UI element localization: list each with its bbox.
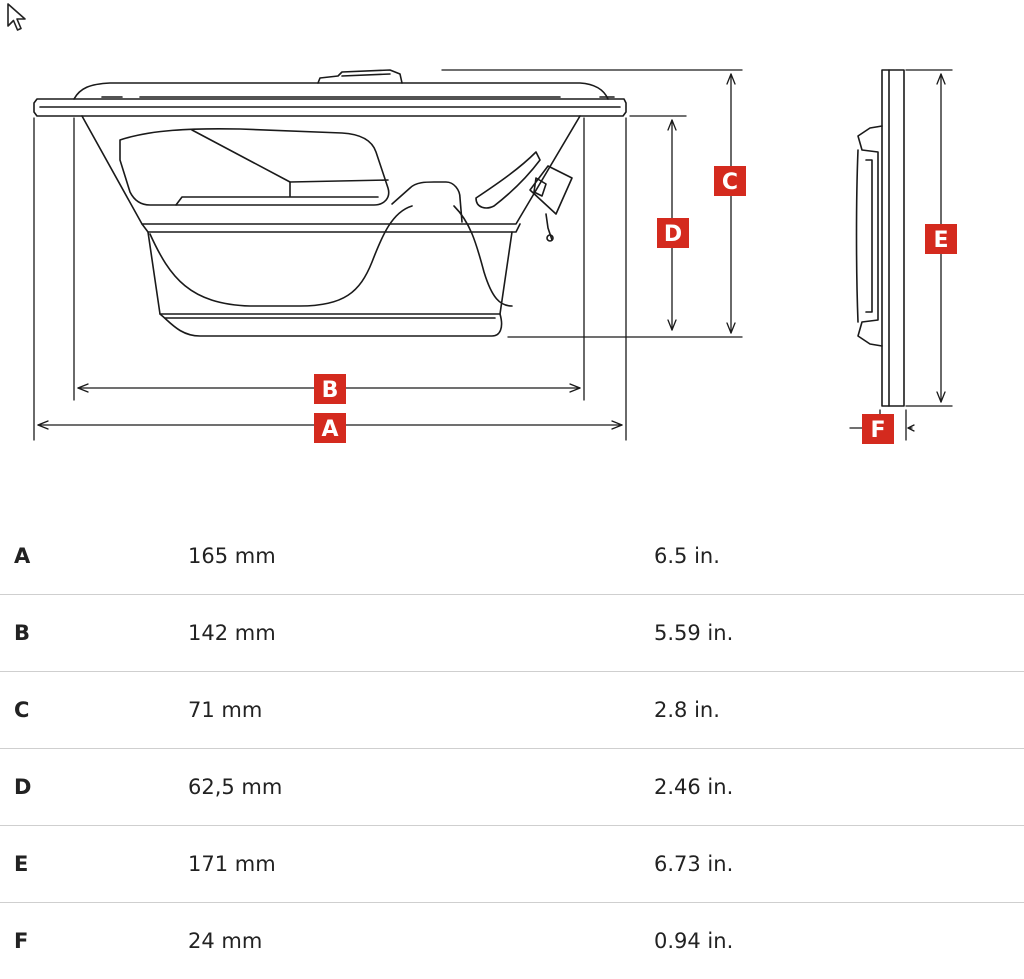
dimension-key: B <box>0 595 188 672</box>
dimension-inch: 0.94 in. <box>654 903 1024 979</box>
dimension-inch: 5.59 in. <box>654 595 1024 672</box>
speaker-dimension-diagram: A B C D E F <box>0 0 1024 500</box>
dimension-mm: 142 mm <box>188 595 654 672</box>
dimension-label-f: F <box>862 414 894 444</box>
table-row: B 142 mm 5.59 in. <box>0 595 1024 672</box>
svg-text:D: D <box>664 222 682 247</box>
table-row: A 165 mm 6.5 in. <box>0 518 1024 595</box>
table-row: D 62,5 mm 2.46 in. <box>0 749 1024 826</box>
dimension-label-e: E <box>925 224 957 254</box>
dimension-key: C <box>0 672 188 749</box>
dimension-mm: 62,5 mm <box>188 749 654 826</box>
speaker-thickness-view <box>857 70 905 406</box>
dimension-label-c: C <box>714 166 746 196</box>
svg-text:F: F <box>870 418 885 443</box>
dimension-mm: 165 mm <box>188 518 654 595</box>
dimension-mm: 24 mm <box>188 903 654 979</box>
dimension-key: F <box>0 903 188 979</box>
table-row: C 71 mm 2.8 in. <box>0 672 1024 749</box>
dimension-label-d: D <box>657 218 689 248</box>
dimensions-table: A 165 mm 6.5 in. B 142 mm 5.59 in. C 71 … <box>0 518 1024 979</box>
dimension-inch: 2.8 in. <box>654 672 1024 749</box>
svg-text:B: B <box>322 378 339 403</box>
svg-text:E: E <box>933 228 948 253</box>
dimension-key: D <box>0 749 188 826</box>
speaker-side-view <box>34 70 626 336</box>
dimension-lines <box>34 70 952 440</box>
svg-text:A: A <box>321 417 338 442</box>
dimension-key: A <box>0 518 188 595</box>
dimension-inch: 2.46 in. <box>654 749 1024 826</box>
dimension-label-b: B <box>314 374 346 404</box>
dimension-inch: 6.73 in. <box>654 826 1024 903</box>
dimension-label-a: A <box>314 413 346 443</box>
table-row: F 24 mm 0.94 in. <box>0 903 1024 979</box>
dimension-mm: 171 mm <box>188 826 654 903</box>
table-row: E 171 mm 6.73 in. <box>0 826 1024 903</box>
svg-text:C: C <box>722 170 738 195</box>
dimension-inch: 6.5 in. <box>654 518 1024 595</box>
dimension-key: E <box>0 826 188 903</box>
dimension-mm: 71 mm <box>188 672 654 749</box>
